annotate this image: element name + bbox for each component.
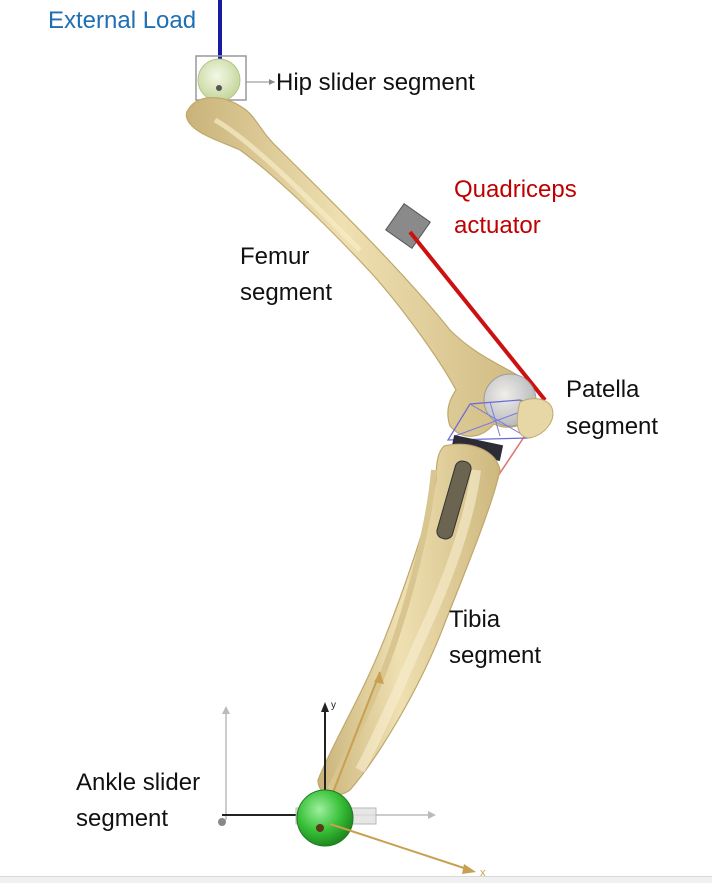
ankle-sphere xyxy=(296,789,354,847)
bottom-border xyxy=(0,876,712,883)
ankle-slider: y x xyxy=(218,700,486,879)
tibia-label-line2: segment xyxy=(449,642,542,669)
hip-slider-label: Hip slider segment xyxy=(276,69,475,96)
hip-slider xyxy=(195,55,275,102)
ankle-label-line2: segment xyxy=(76,805,169,832)
x-axis-label: x xyxy=(480,867,486,879)
patella-label-line1: Patella xyxy=(566,376,640,403)
quadriceps-label-line1: Quadriceps xyxy=(454,176,577,203)
femur-bone xyxy=(185,97,537,437)
y-axis-label: y xyxy=(331,700,336,711)
femur-label-line2: segment xyxy=(240,279,333,306)
hip-sphere xyxy=(197,58,241,102)
patella-label-line2: segment xyxy=(566,413,659,440)
external-load-label: External Load xyxy=(48,7,197,34)
tibia-label-line1: Tibia xyxy=(449,606,501,633)
ankle-label-line1: Ankle slider xyxy=(76,769,201,796)
patella-bone xyxy=(516,398,554,439)
tibia-bone xyxy=(317,443,501,801)
femur-label-line1: Femur xyxy=(240,243,310,270)
quadriceps-actuator xyxy=(385,203,547,489)
quadriceps-label-line2: actuator xyxy=(454,212,541,239)
